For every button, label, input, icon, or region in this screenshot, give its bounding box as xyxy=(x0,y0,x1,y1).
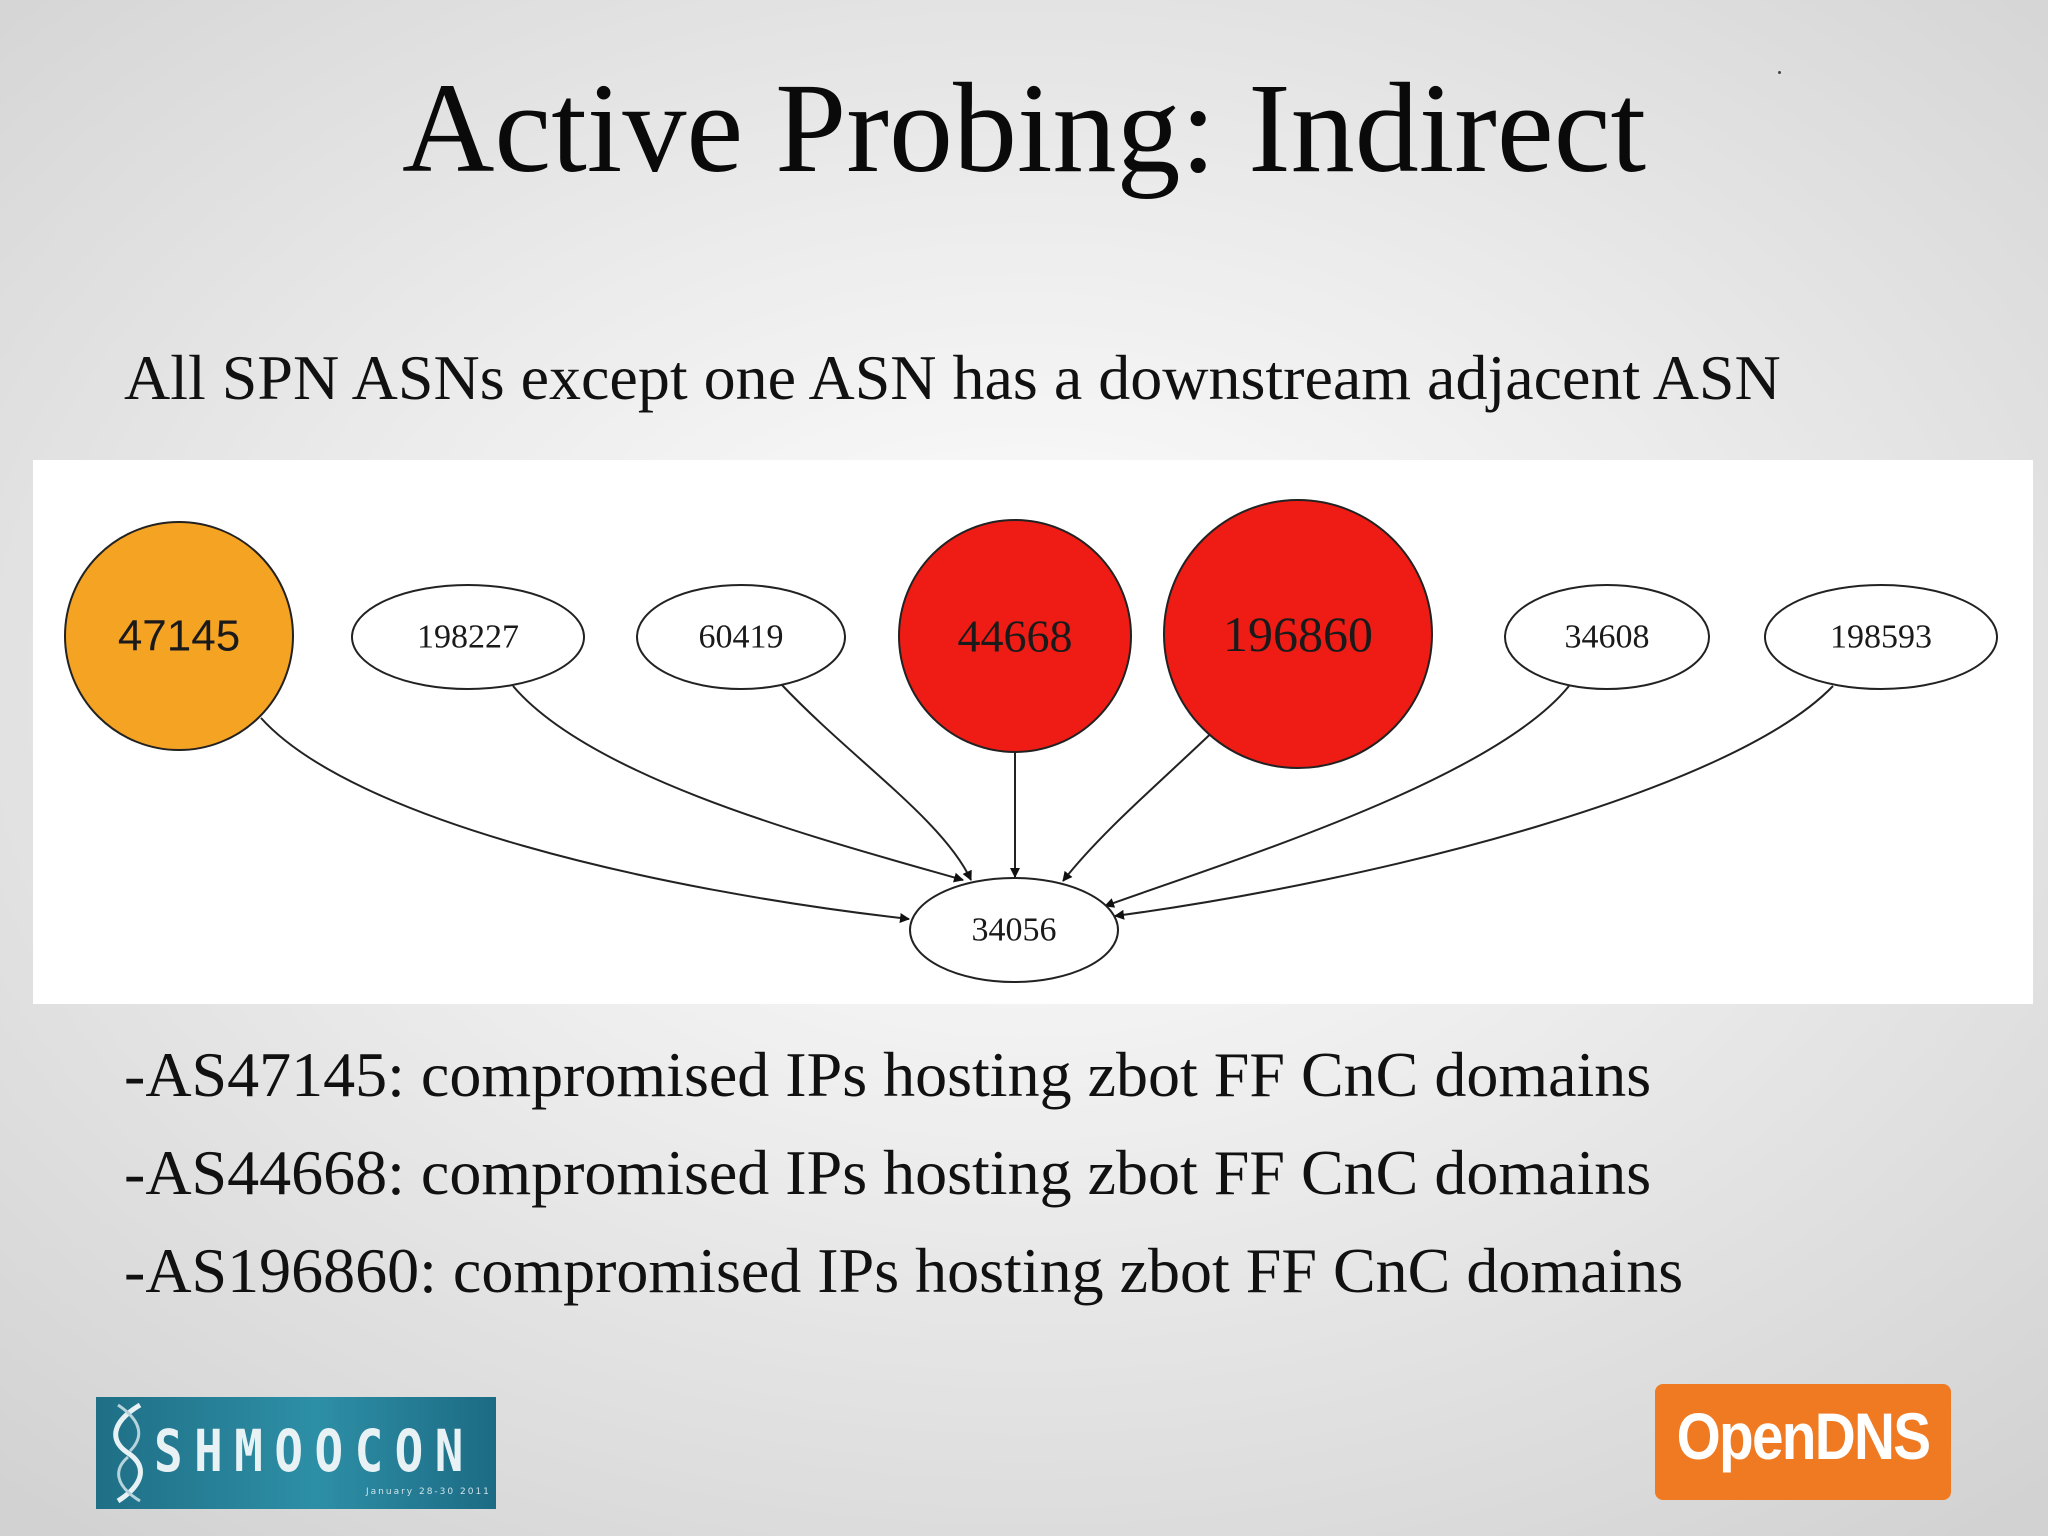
bullet-as47145: -AS47145: compromised IPs hosting zbot F… xyxy=(124,1039,1652,1110)
node-47145: 47145 xyxy=(64,521,294,751)
bullet-as44668: -AS44668: compromised IPs hosting zbot F… xyxy=(124,1137,1652,1208)
shmoocon-wordmark: SHMOOCON xyxy=(154,1417,475,1485)
asn-graph: 47145 198227 60419 44668 196860 34608 198593 34… xyxy=(33,460,2033,1004)
asn-graph-svg: 47145 198227 60419 44668 196860 34608 198593 34… xyxy=(64,499,1998,983)
node-44668: 44668 xyxy=(898,519,1132,753)
stray-dot xyxy=(1778,71,1781,74)
node-198593-label: 198593 xyxy=(1830,619,1932,656)
shmoocon-logo: SHMOOCON January 28-30 2011 xyxy=(96,1397,496,1509)
node-60419-label: 60419 xyxy=(699,619,784,656)
edge-198227-to-34056 xyxy=(512,685,964,883)
node-198227-shape xyxy=(351,584,585,690)
node-198227: 198227 xyxy=(351,584,585,690)
node-34608: 34608 xyxy=(1504,584,1710,690)
node-34608-shape xyxy=(1504,584,1710,690)
node-198593: 198593 xyxy=(1764,584,1998,690)
node-196860: 196860 xyxy=(1163,499,1433,769)
node-34056-shape xyxy=(909,877,1119,983)
edge-34608-to-34056 xyxy=(1104,685,1570,908)
node-198227-label: 198227 xyxy=(417,619,519,656)
slide-title: Active Probing: Indirect xyxy=(401,57,1647,199)
node-60419: 60419 xyxy=(636,584,846,690)
opendns-logo: OpenDNS xyxy=(1655,1384,1951,1500)
node-60419-shape xyxy=(636,584,846,690)
node-44668-label: 44668 xyxy=(958,611,1073,662)
node-44668-shape xyxy=(898,519,1132,753)
bullet-as196860: -AS196860: compromised IPs hosting zbot … xyxy=(124,1235,1684,1306)
node-34608-label: 34608 xyxy=(1565,619,1650,656)
bullet-list: -AS47145: compromised IPs hosting zbot F… xyxy=(124,1026,1683,1320)
node-47145-shape xyxy=(64,521,294,751)
node-47145-label: 47145 xyxy=(118,612,240,661)
shmoocon-date: January 28-30 2011 xyxy=(366,1487,491,1497)
dna-helix-icon xyxy=(113,1402,143,1504)
node-34056-label: 34056 xyxy=(972,912,1057,949)
node-196860-shape xyxy=(1163,499,1433,769)
opendns-wordmark: OpenDNS xyxy=(1676,1399,1932,1473)
node-34056: 34056 xyxy=(909,877,1119,983)
slide-subtitle: All SPN ASNs except one ASN has a downst… xyxy=(124,342,1781,413)
edge-196860-to-34056 xyxy=(1062,721,1224,882)
edge-60419-to-34056 xyxy=(780,683,972,881)
edge-198593-to-34056 xyxy=(1114,685,1834,920)
edge-47145-to-34056 xyxy=(260,717,910,923)
node-198593-shape xyxy=(1764,584,1998,690)
node-196860-label: 196860 xyxy=(1223,606,1373,662)
